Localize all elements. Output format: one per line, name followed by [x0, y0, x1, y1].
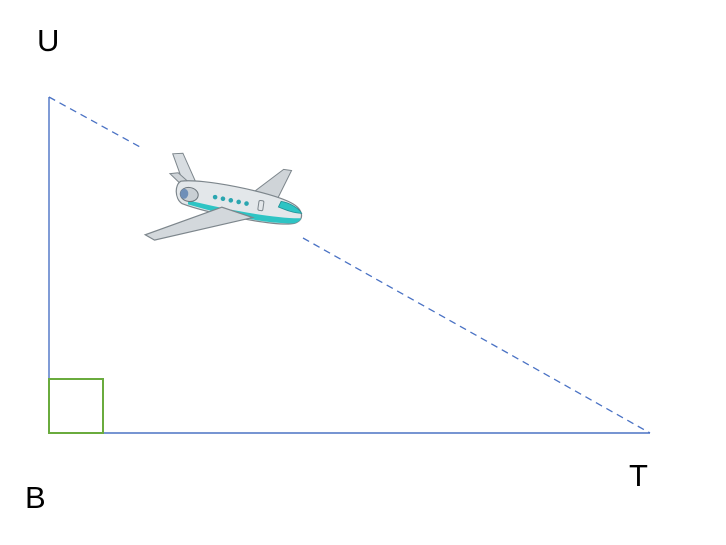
airplane-icon	[143, 152, 303, 241]
line-of-sight-upper	[48, 96, 141, 148]
line-of-sight-lower	[302, 237, 651, 434]
vertex-label-u: U	[37, 23, 60, 58]
vertex-label-t: T	[629, 458, 648, 493]
vertex-label-b: B	[25, 480, 46, 515]
right-angle-marker	[48, 378, 104, 434]
